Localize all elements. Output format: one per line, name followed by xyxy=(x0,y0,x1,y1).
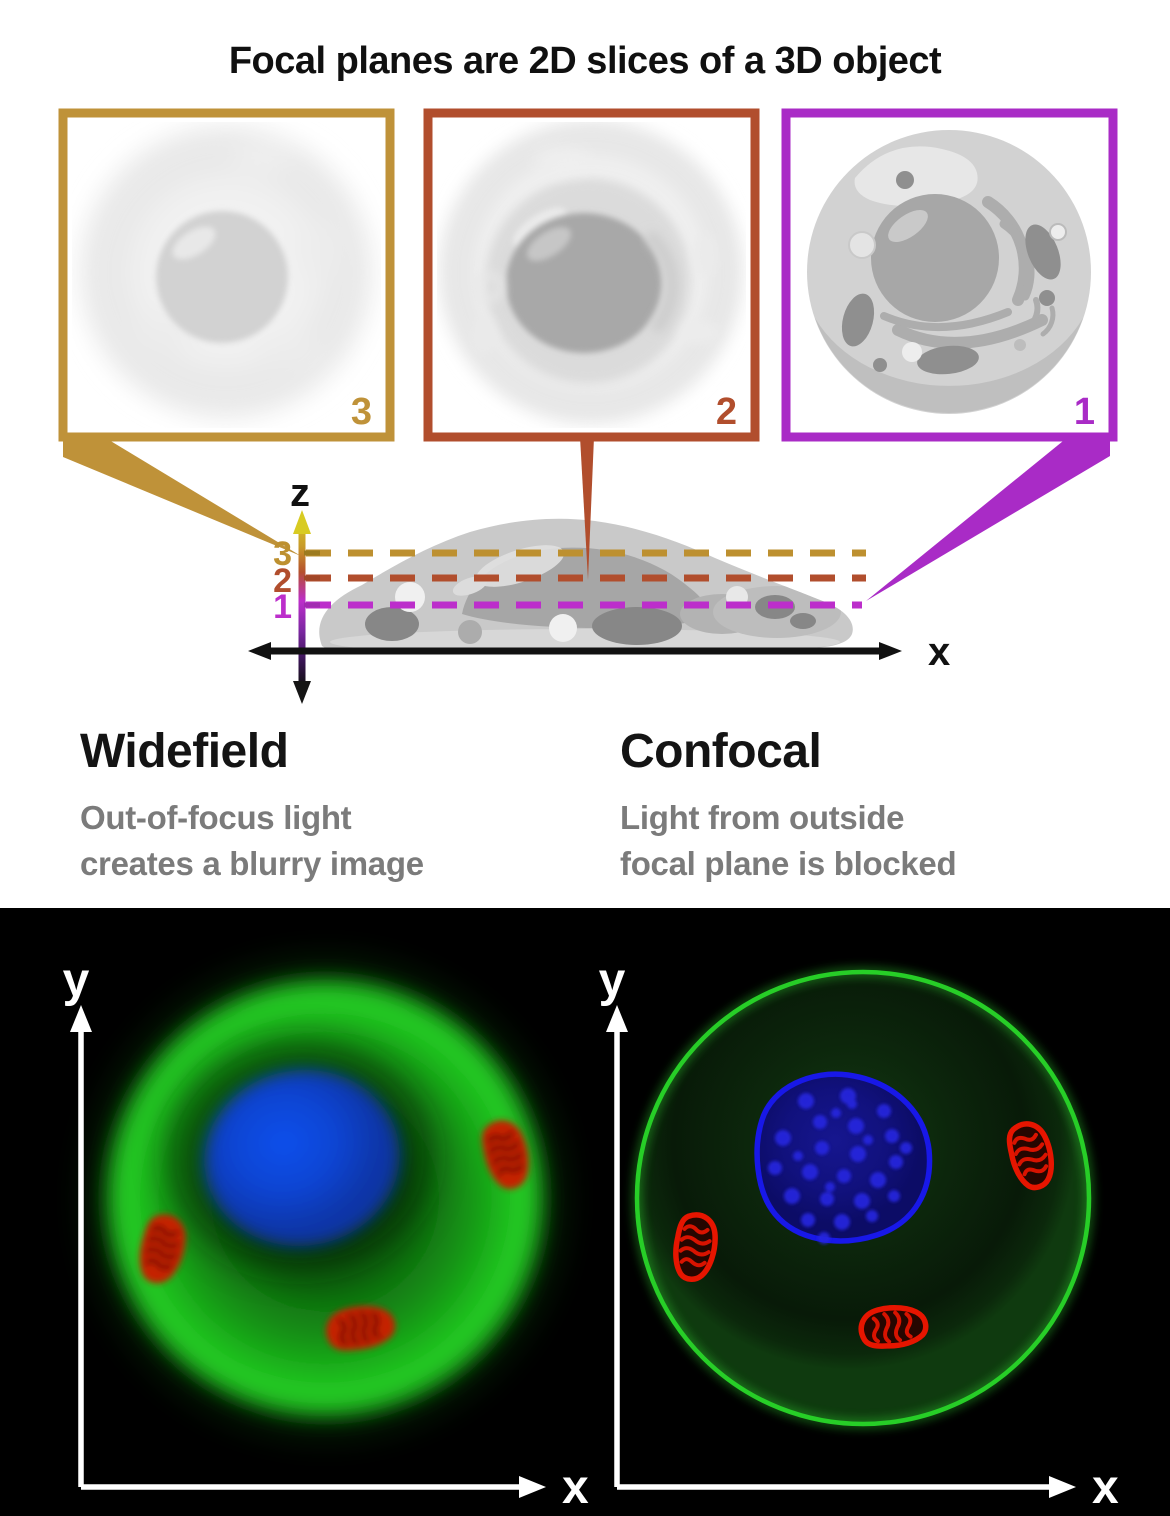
confocal-x-arrow xyxy=(1049,1476,1076,1498)
focal-plane-box-3: 3 xyxy=(58,108,395,442)
widefield-axes xyxy=(78,1026,520,1490)
widefield-heading: Widefield xyxy=(80,725,289,778)
z-axis-label: z xyxy=(290,471,310,515)
confocal-y-label: y xyxy=(599,954,626,1007)
plane-3-frame xyxy=(58,108,395,442)
confocal-axes xyxy=(614,1026,1050,1490)
plane-2-number: 2 xyxy=(716,391,737,433)
confocal-description-line2: focal plane is blocked xyxy=(620,845,957,883)
nucleus-speckles xyxy=(768,1088,912,1244)
focal-planes-diagram: 3 2 xyxy=(58,108,1118,704)
level-1-label: 1 xyxy=(273,588,292,626)
plane-1-frame xyxy=(781,108,1118,442)
confocal-x-label: x xyxy=(1092,1461,1119,1514)
widefield-x-arrow xyxy=(519,1476,546,1498)
widefield-y-label: y xyxy=(63,954,90,1007)
widefield-y-arrow xyxy=(70,1005,92,1032)
confocal-nucleus xyxy=(754,1071,933,1244)
confocal-block: Confocal Light from outside focal plane … xyxy=(620,724,1120,887)
confocal-description-line1: Light from outside xyxy=(620,799,905,836)
widefield-x-label: x xyxy=(562,1461,589,1514)
sharp-cell-image-1 xyxy=(807,130,1091,414)
leader-line-plane-1 xyxy=(866,433,1110,601)
confocal-description: Light from outside focal plane is blocke… xyxy=(620,795,1120,887)
z-axis-up-arrow xyxy=(293,510,311,534)
widefield-micrograph xyxy=(83,956,567,1440)
x-axis-side-view: x xyxy=(248,630,950,674)
z-axis-down-arrow xyxy=(293,681,311,704)
widefield-description-line2: creates a blurry image xyxy=(80,845,424,883)
leader-line-plane-2 xyxy=(580,437,594,580)
plane-3-number: 3 xyxy=(351,391,372,433)
confocal-micrograph xyxy=(632,967,1094,1429)
widefield-description-line1: Out-of-focus light xyxy=(80,799,352,836)
confocal-heading: Confocal xyxy=(620,725,822,778)
widefield-nucleus xyxy=(204,1069,400,1247)
level-3-label: 3 xyxy=(273,535,292,573)
focal-plane-box-1: 1 xyxy=(781,108,1118,442)
x-axis-right-arrow xyxy=(879,642,902,660)
blurry-cell-image-3 xyxy=(80,126,372,418)
page-title: Focal planes are 2D slices of a 3D objec… xyxy=(228,40,942,82)
confocal-membrane-ring xyxy=(634,969,1092,1427)
level-2-label: 2 xyxy=(273,562,292,600)
leader-line-plane-3 xyxy=(63,434,301,556)
plane-1-number: 1 xyxy=(1074,391,1095,433)
confocal-y-arrow xyxy=(606,1005,628,1032)
micrograph-panel: y x y x xyxy=(0,908,1170,1516)
x-axis-left-arrow xyxy=(248,642,271,660)
focal-plane-lines xyxy=(306,549,866,609)
widefield-description: Out-of-focus light creates a blurry imag… xyxy=(80,795,580,887)
blurry-cell-image-2 xyxy=(439,122,743,424)
z-axis: z 3 2 1 xyxy=(273,471,320,704)
x-axis-label-side-view: x xyxy=(928,630,950,674)
focal-plane-box-2: 2 xyxy=(423,108,760,442)
widefield-block: Widefield Out-of-focus light creates a b… xyxy=(80,724,580,887)
